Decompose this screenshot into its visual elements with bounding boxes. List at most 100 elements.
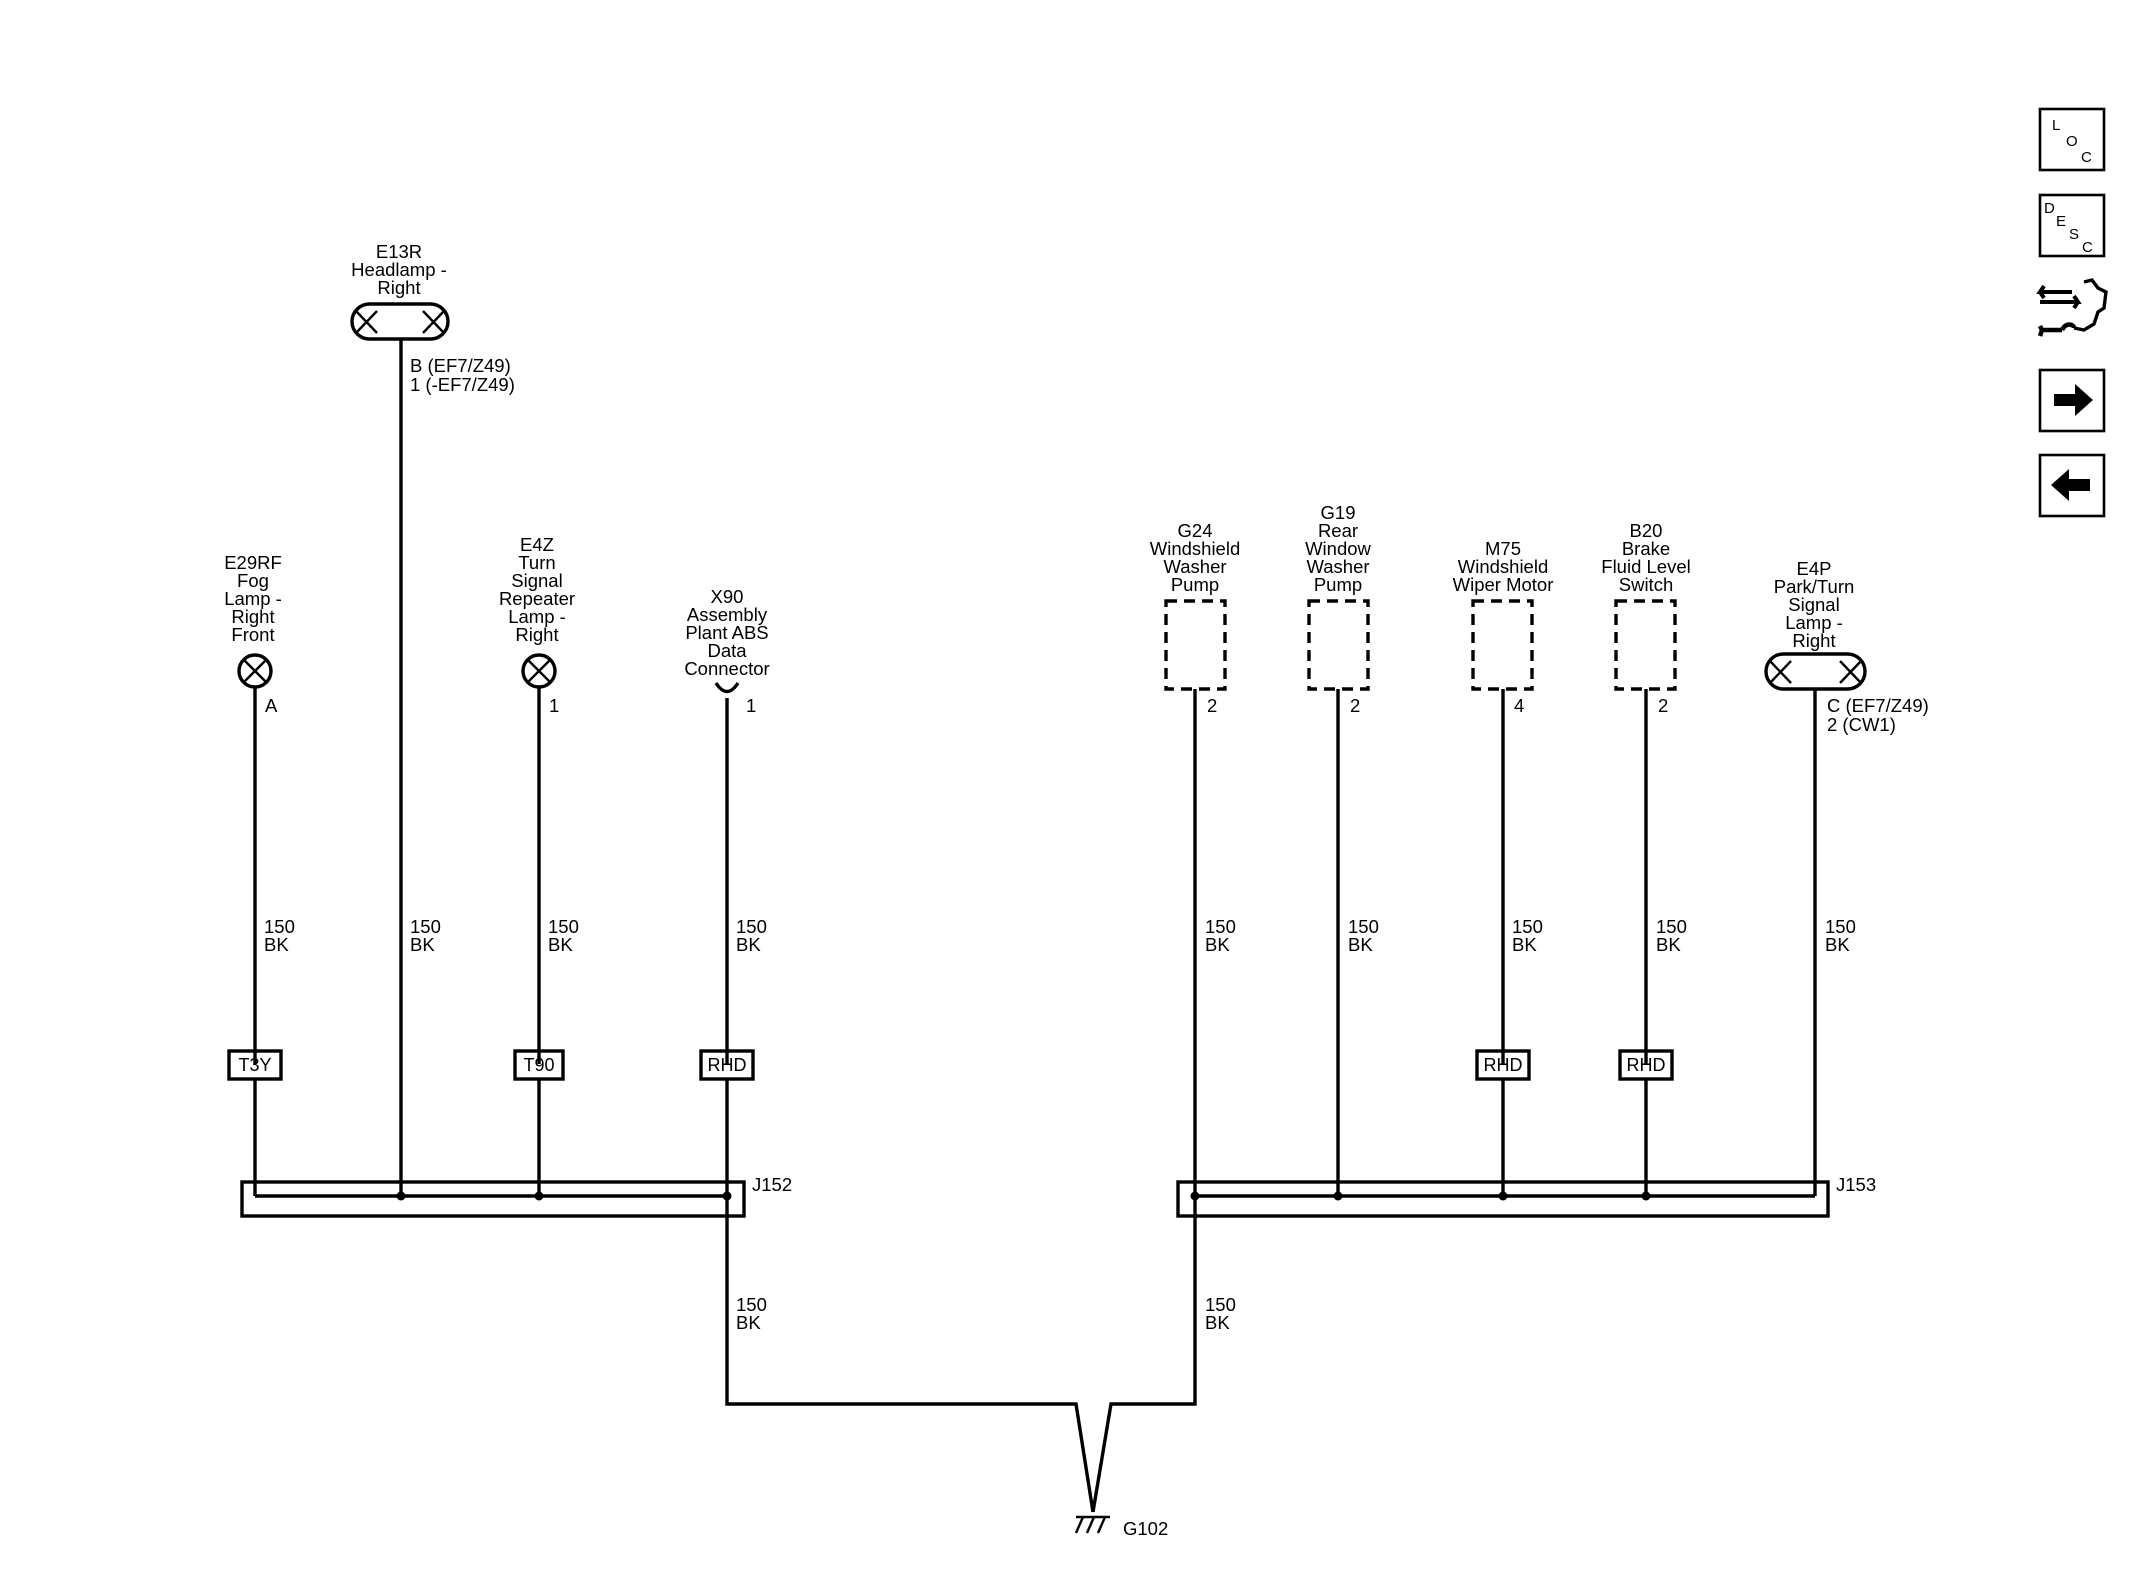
washer-pump-pin: 2 xyxy=(1207,695,1217,716)
fog-lamp-pin: A xyxy=(265,695,278,716)
component-label-line: Pump xyxy=(1314,574,1362,595)
component-label-line: Lamp - xyxy=(508,606,566,627)
previous-page-button[interactable] xyxy=(2038,453,2106,518)
component-label-line: Rear xyxy=(1318,520,1358,541)
component-label-line: Switch xyxy=(1619,574,1674,595)
wire-gauge: 150 xyxy=(410,916,441,937)
inline-connector-rhd-brake: RHD xyxy=(1618,1049,1674,1081)
inline-connector-t90: T90 xyxy=(513,1049,565,1081)
loc-letter: L xyxy=(2052,117,2060,134)
wiper-motor-pin: 4 xyxy=(1514,695,1524,716)
wire-color: BK xyxy=(1656,934,1681,955)
component-label-line: Wiper Motor xyxy=(1453,574,1554,595)
brake-fluid-switch-label: B20 Brake Fluid Level Switch xyxy=(1601,520,1690,595)
splice-label: J153 xyxy=(1836,1174,1876,1195)
brake-fluid-switch-symbol xyxy=(1614,599,1677,691)
loc-button[interactable]: L O C xyxy=(2038,107,2106,172)
repeater-lamp-label: E4Z Turn Signal Repeater Lamp - Right xyxy=(499,534,575,645)
component-label-line: Signal xyxy=(511,570,562,591)
component-label-line: M75 xyxy=(1485,538,1521,559)
washer-pump-label: G24 Windshield Washer Pump xyxy=(1150,520,1241,595)
headlamp-label: E13R Headlamp - Right xyxy=(351,241,447,298)
splice-dot xyxy=(1498,1191,1508,1201)
component-label-line: Headlamp - xyxy=(351,259,447,280)
component-label-line: E29RF xyxy=(224,552,282,573)
component-label-line: Right xyxy=(231,606,274,627)
abs-connector-pin: 1 xyxy=(746,695,756,716)
next-page-button[interactable] xyxy=(2038,368,2106,433)
component-label-line: Connector xyxy=(684,658,769,679)
arrow-left-icon xyxy=(2051,469,2090,501)
component-label-line: E13R xyxy=(376,241,422,262)
abs-connector-terminal xyxy=(714,682,740,694)
abs-connector-label: X90 Assembly Plant ABS Data Connector xyxy=(684,586,769,679)
desc-button[interactable]: D E S C xyxy=(2038,193,2106,258)
splice-pack-j153: J153 xyxy=(1176,1174,1876,1218)
splice-dot xyxy=(534,1191,544,1201)
component-label-line: Plant ABS xyxy=(685,622,768,643)
wire-gauge: 150 xyxy=(1512,916,1543,937)
loc-letter: O xyxy=(2066,133,2078,150)
desc-letter: S xyxy=(2069,226,2079,243)
component-label-line: Right xyxy=(1792,630,1835,651)
component-label-line: E4Z xyxy=(520,534,554,555)
component-label-line: Window xyxy=(1305,538,1371,559)
headlamp-symbol xyxy=(350,302,450,341)
rear-washer-pump-label: G19 Rear Window Washer Pump xyxy=(1305,502,1371,595)
component-label-line: Right xyxy=(515,624,558,645)
branch-wires xyxy=(253,339,1817,1196)
ground-label: G102 xyxy=(1123,1518,1168,1539)
park-turn-lamp-pin-2: 2 (CW1) xyxy=(1827,714,1896,735)
wire-gauge: 150 xyxy=(1656,916,1687,937)
rear-washer-pump-symbol xyxy=(1307,599,1370,691)
splice-dot xyxy=(396,1191,406,1201)
wire-color: BK xyxy=(548,934,573,955)
wire-gauge: 150 xyxy=(1205,916,1236,937)
component-label-line: Windshield xyxy=(1150,538,1241,559)
repeater-lamp-pin: 1 xyxy=(549,695,559,716)
headlamp-pin-2: 1 (-EF7/Z49) xyxy=(410,374,515,395)
wiper-motor-symbol xyxy=(1471,599,1534,691)
inline-connector-rhd-abs: RHD xyxy=(699,1049,755,1081)
component-label-line: Turn xyxy=(518,552,555,573)
rear-washer-pump-pin: 2 xyxy=(1350,695,1360,716)
wire-gauge: 150 xyxy=(736,916,767,937)
component-label-line: Washer xyxy=(1306,556,1369,577)
component-label-line: Fog xyxy=(237,570,269,591)
wire-labels: 150 BK 150 BK 150 BK 150 BK 150 BK 150 B… xyxy=(264,916,1856,955)
inline-connector-label: RHD xyxy=(1627,1055,1666,1075)
wire-color: BK xyxy=(1205,934,1230,955)
component-label-line: Lamp - xyxy=(224,588,282,609)
wire-color: BK xyxy=(1205,1312,1230,1333)
wire-gauge: 150 xyxy=(1825,916,1856,937)
washer-pump-symbol xyxy=(1164,599,1227,691)
wire-gauge: 150 xyxy=(1205,1294,1236,1315)
desc-letter: D xyxy=(2044,200,2055,217)
repeater-lamp-symbol xyxy=(521,653,557,689)
wire-gauge: 150 xyxy=(1348,916,1379,937)
ground-symbol: G102 xyxy=(1074,1515,1168,1539)
inline-connector-label: RHD xyxy=(1484,1055,1523,1075)
component-label-line: Repeater xyxy=(499,588,575,609)
inline-connector-rhd-wiper: RHD xyxy=(1475,1049,1531,1081)
ground-trunk xyxy=(725,1196,1197,1513)
component-label-line: B20 xyxy=(1630,520,1663,541)
park-turn-lamp-pin-1: C (EF7/Z49) xyxy=(1827,695,1929,716)
component-label-line: G19 xyxy=(1321,502,1356,523)
wire-color: BK xyxy=(264,934,289,955)
park-turn-lamp-symbol xyxy=(1764,652,1867,691)
park-turn-lamp-label: E4P Park/Turn Signal Lamp - Right xyxy=(1774,558,1855,651)
component-label-line: Signal xyxy=(1788,594,1839,615)
wire-gauge: 150 xyxy=(548,916,579,937)
component-label-line: Right xyxy=(377,277,420,298)
brake-fluid-switch-pin: 2 xyxy=(1658,695,1668,716)
wiper-motor-label: M75 Windshield Wiper Motor xyxy=(1453,538,1554,595)
fog-lamp-symbol xyxy=(237,653,273,689)
component-label-line: Windshield xyxy=(1458,556,1549,577)
fog-lamp-label: E29RF Fog Lamp - Right Front xyxy=(224,552,282,645)
loc-letter: C xyxy=(2081,149,2092,166)
diagnostics-button[interactable] xyxy=(2036,278,2108,337)
wire-color: BK xyxy=(1825,934,1850,955)
inline-connector-label: T3Y xyxy=(238,1055,271,1075)
